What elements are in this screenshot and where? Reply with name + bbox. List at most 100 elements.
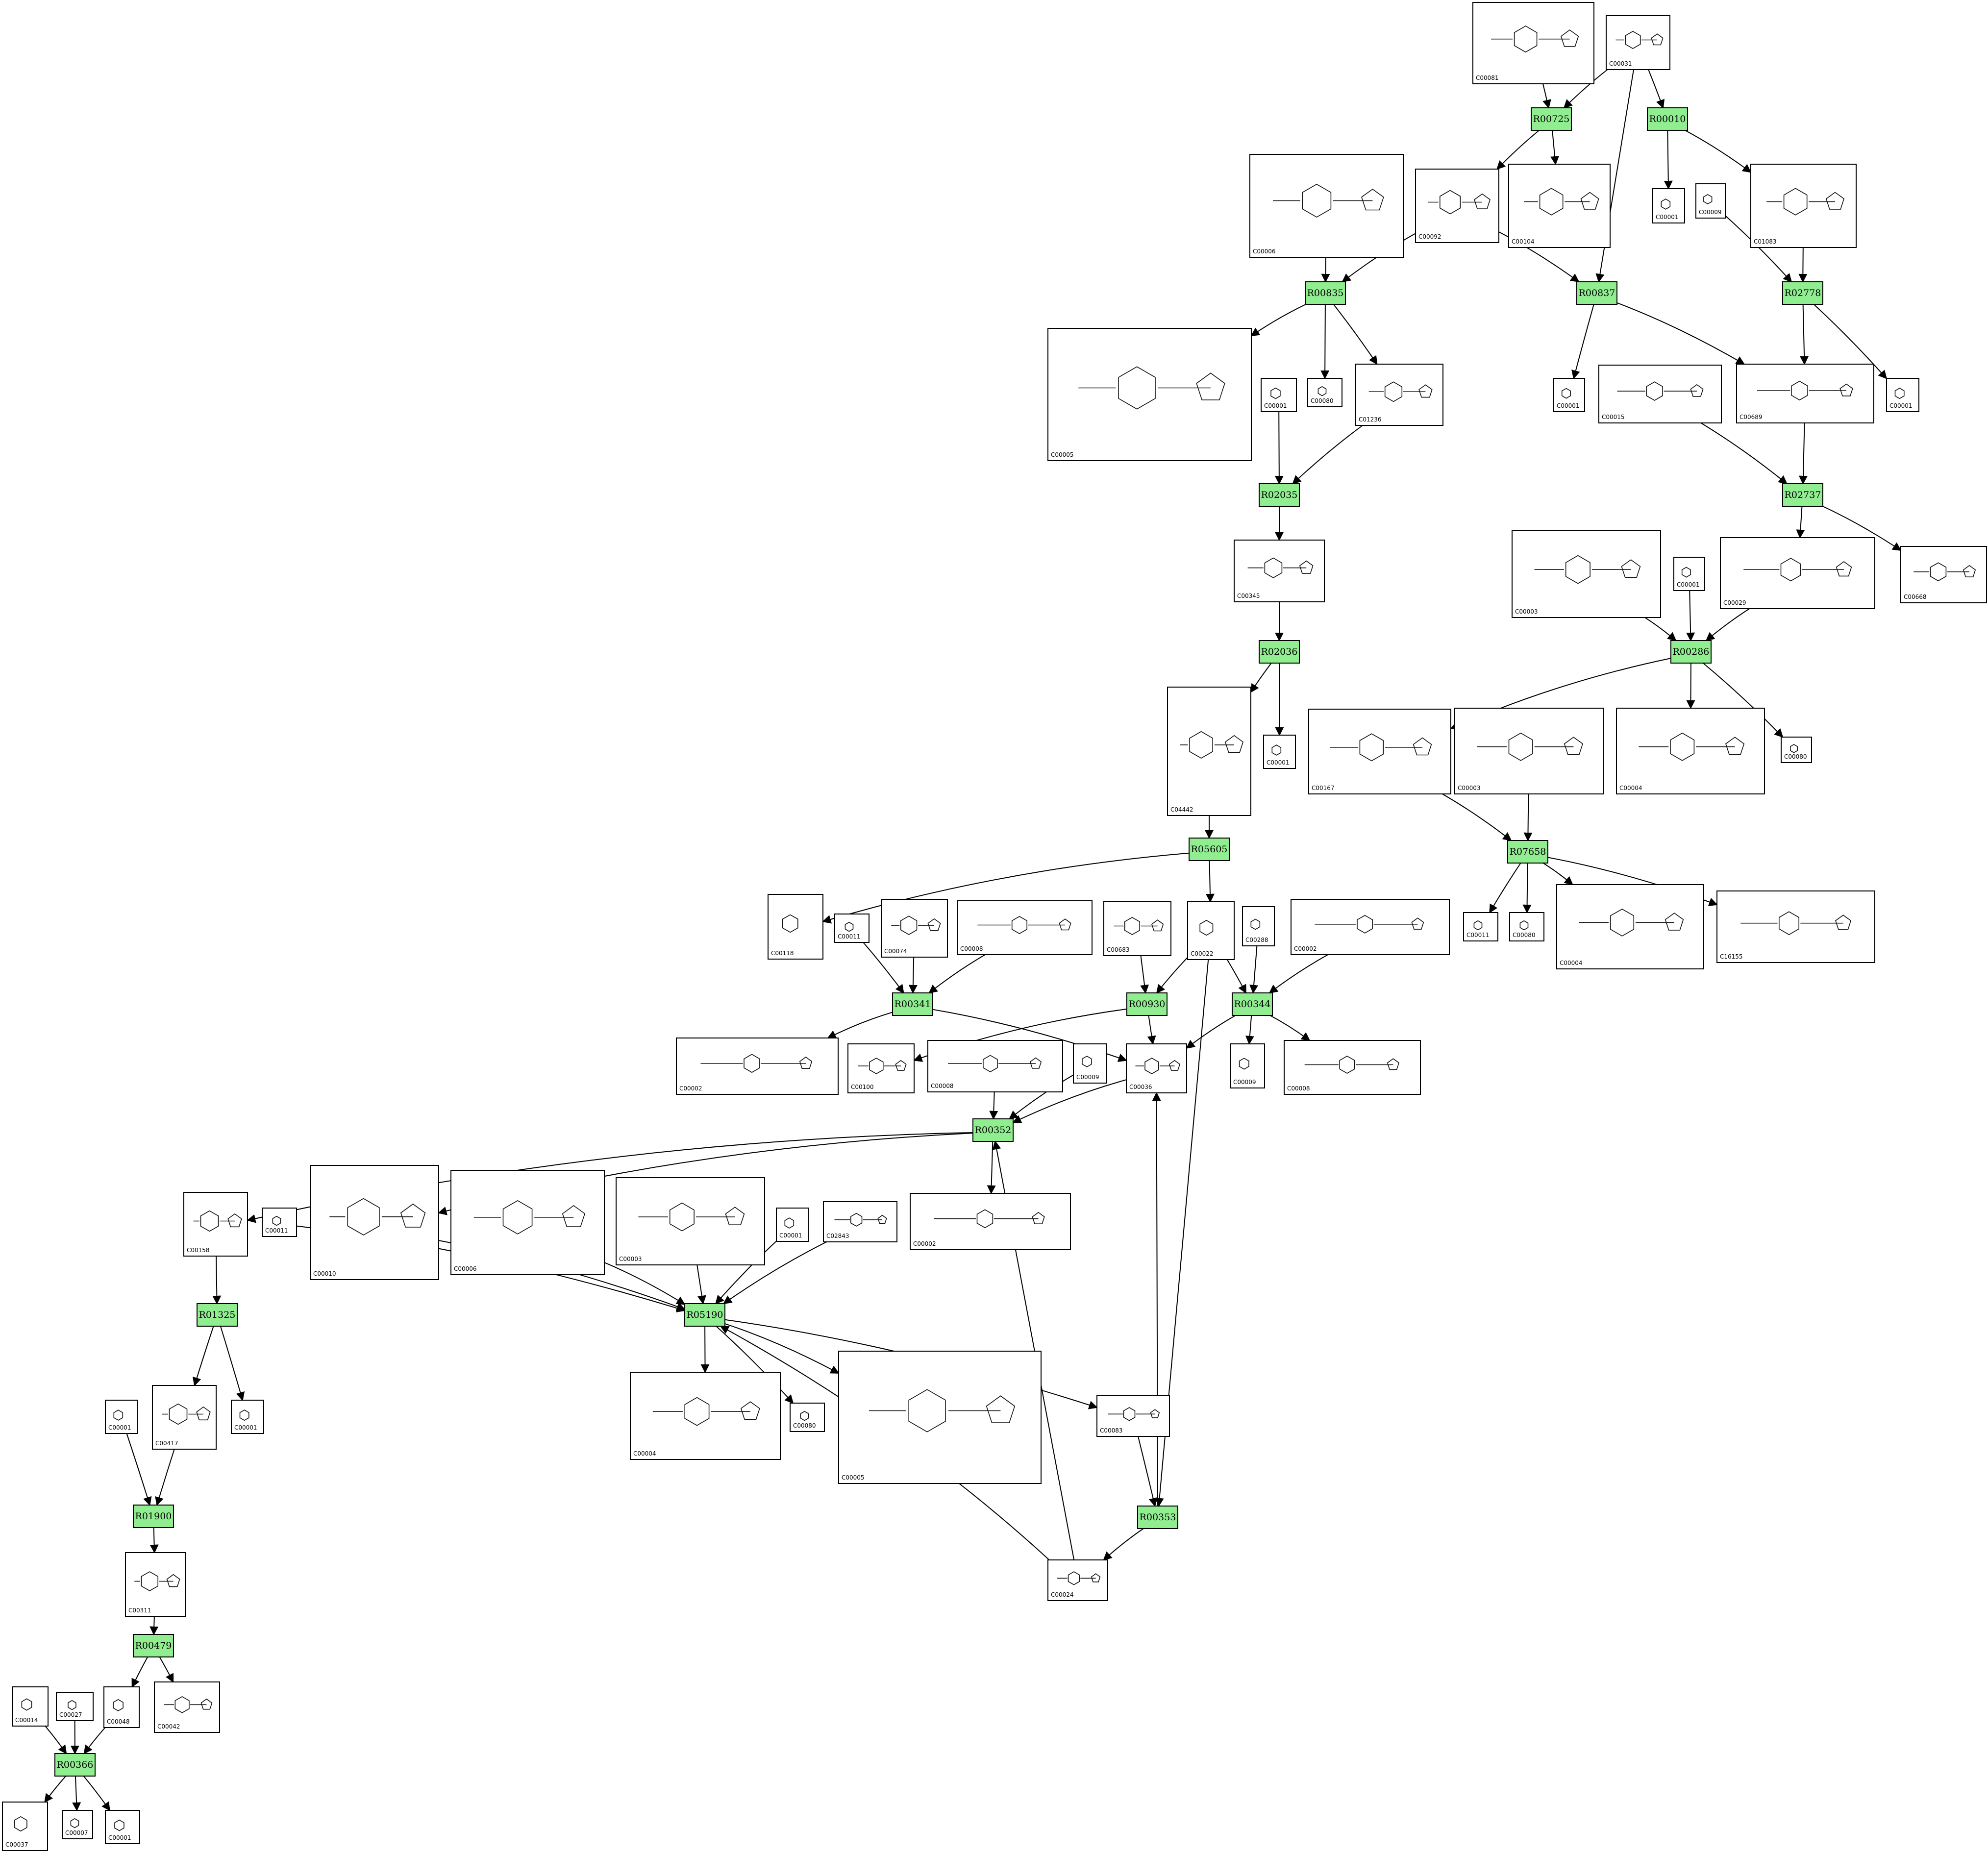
reaction-box[interactable] xyxy=(197,1303,238,1327)
compound-frame xyxy=(1308,709,1451,794)
edge-arrow xyxy=(1550,130,1560,165)
compound-box: C00048 xyxy=(103,1686,140,1728)
edge-arrow xyxy=(1489,863,1521,914)
compound-id: C00001 xyxy=(1267,759,1290,766)
edge-arrow xyxy=(193,1326,214,1386)
edge-arrow xyxy=(1249,945,1259,994)
reaction-node[interactable]: R05605 xyxy=(1189,838,1230,861)
edge-arrow xyxy=(1292,425,1363,485)
structure-glyph xyxy=(1561,388,1571,399)
compound-box: C00036 xyxy=(1126,1043,1187,1093)
edge-arrow xyxy=(908,957,918,994)
compound-frame xyxy=(2,1802,48,1851)
reaction-box[interactable] xyxy=(684,1303,725,1327)
reaction-box[interactable] xyxy=(1576,281,1617,305)
reaction-box[interactable] xyxy=(1189,838,1230,861)
compound-id: C00118 xyxy=(771,950,794,957)
reaction-node[interactable]: R00835 xyxy=(1305,281,1346,305)
edge-arrow xyxy=(83,1727,106,1754)
compound-frame xyxy=(1249,154,1404,258)
reaction-box[interactable] xyxy=(1531,107,1572,131)
compound-frame xyxy=(1652,188,1685,223)
compound-frame xyxy=(838,1351,1042,1484)
structure-glyph xyxy=(1681,567,1691,578)
reaction-box[interactable] xyxy=(1670,640,1712,664)
compound-id: C00080 xyxy=(793,1422,816,1429)
reaction-node[interactable]: R02778 xyxy=(1782,281,1823,305)
compound-id: C00167 xyxy=(1312,785,1335,791)
compound-frame xyxy=(1230,1043,1265,1088)
reaction-box[interactable] xyxy=(972,1118,1014,1142)
structure-glyph xyxy=(1639,732,1745,761)
compound-frame xyxy=(630,1372,781,1460)
compound-box: C16155 xyxy=(1716,890,1875,963)
reaction-box[interactable] xyxy=(1782,483,1823,507)
reaction-node[interactable]: R00366 xyxy=(54,1753,96,1777)
compound-frame xyxy=(1508,164,1611,248)
reaction-node[interactable]: R00341 xyxy=(892,992,933,1016)
compound-frame xyxy=(1463,912,1498,941)
structure-glyph xyxy=(1703,194,1713,205)
edge-arrow xyxy=(1186,1015,1236,1049)
structure-glyph xyxy=(1913,562,1976,582)
reaction-node[interactable]: R02737 xyxy=(1782,483,1823,507)
edge-arrow xyxy=(724,1323,840,1374)
compound-box: C00011 xyxy=(834,914,870,943)
edge-arrow xyxy=(696,1264,706,1305)
compound-frame xyxy=(1096,1395,1170,1437)
reaction-box[interactable] xyxy=(133,1505,174,1528)
reaction-node[interactable]: R00286 xyxy=(1670,640,1712,664)
reaction-node[interactable]: R00353 xyxy=(1137,1506,1178,1529)
reaction-node[interactable]: R01325 xyxy=(197,1303,238,1327)
compound-box: C00417 xyxy=(152,1385,217,1450)
reaction-box[interactable] xyxy=(892,992,933,1016)
reaction-node[interactable]: R00725 xyxy=(1531,107,1572,131)
reaction-node[interactable]: R00479 xyxy=(133,1634,174,1657)
compound-frame xyxy=(125,1552,186,1617)
compound-box: C00683 xyxy=(1103,901,1171,956)
reaction-node[interactable]: R01900 xyxy=(133,1505,174,1528)
compound-box: C00080 xyxy=(1509,912,1544,941)
reaction-node[interactable]: R00352 xyxy=(972,1118,1014,1142)
structure-glyph xyxy=(1271,744,1282,756)
edge-arrow xyxy=(155,1449,175,1506)
compound-id: C00031 xyxy=(1609,60,1632,67)
compound-id: C00009 xyxy=(1699,209,1722,216)
reaction-node[interactable]: R00010 xyxy=(1647,107,1688,131)
compound-id: C00002 xyxy=(913,1240,936,1247)
reaction-id: R02035 xyxy=(1261,490,1298,500)
compound-frame xyxy=(1750,164,1857,248)
reaction-box[interactable] xyxy=(1305,281,1346,305)
reaction-node[interactable]: R07658 xyxy=(1507,840,1548,864)
reaction-node[interactable]: R02036 xyxy=(1259,640,1300,664)
reaction-box[interactable] xyxy=(1507,840,1548,864)
compound-box: C00006 xyxy=(1249,154,1404,258)
edge-arrow xyxy=(1012,1079,1127,1123)
reaction-node[interactable]: R00837 xyxy=(1576,281,1617,305)
compound-id: C01083 xyxy=(1754,238,1777,245)
compound-frame xyxy=(1598,365,1722,423)
reaction-box[interactable] xyxy=(1647,107,1688,131)
compound-frame xyxy=(1307,378,1342,407)
reaction-node[interactable]: R00930 xyxy=(1126,992,1168,1016)
reaction-box[interactable] xyxy=(1126,992,1168,1016)
structure-glyph xyxy=(272,1215,281,1226)
reaction-node[interactable]: R05190 xyxy=(684,1303,725,1327)
compound-box: C00003 xyxy=(1454,708,1604,794)
compound-id: C00011 xyxy=(1466,932,1490,939)
reaction-node[interactable]: R02035 xyxy=(1259,483,1300,507)
structure-glyph xyxy=(1519,920,1529,931)
reaction-box[interactable] xyxy=(1137,1506,1178,1529)
reaction-box[interactable] xyxy=(54,1753,96,1777)
reaction-box[interactable] xyxy=(133,1634,174,1657)
edge-arrow xyxy=(822,852,1190,924)
compound-frame xyxy=(262,1208,297,1237)
structure-glyph xyxy=(1057,1571,1101,1585)
reaction-box[interactable] xyxy=(1232,992,1273,1016)
reaction-node[interactable]: R00344 xyxy=(1232,992,1273,1016)
reaction-box[interactable] xyxy=(1782,281,1823,305)
reaction-box[interactable] xyxy=(1259,483,1300,507)
reaction-box[interactable] xyxy=(1259,640,1300,664)
structure-glyph xyxy=(1250,918,1261,930)
structure-glyph xyxy=(1317,386,1327,396)
